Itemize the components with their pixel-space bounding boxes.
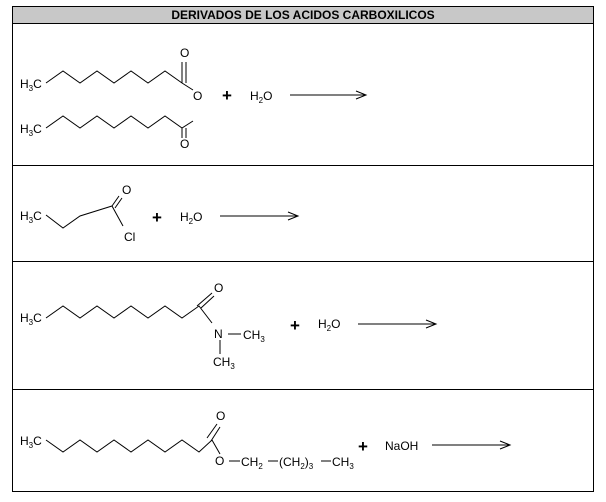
methyl-group-label: H3C [20,434,42,450]
nitrogen-label: N [214,327,223,341]
reaction-arrow [432,440,512,450]
water-reagent: H2O [318,317,340,333]
ester-oxygen-label: O [215,454,224,468]
chlorine-label: Cl [124,230,135,244]
methyl-group-label: H3C [20,77,42,93]
plus-sign: + [358,437,368,456]
terminal-methyl-label: CH3 [332,455,354,471]
row-divider [13,261,593,262]
plus-sign: + [152,208,162,227]
row-divider [13,165,593,166]
water-reagent: H2O [180,210,202,226]
methyl-group-label: H3C [20,209,42,225]
methylene-chain-label: (CH2)3 [279,455,314,471]
bridging-oxygen-label: O [193,89,202,103]
reaction-arrow [358,319,438,329]
methyl-group-label: H3C [20,311,42,327]
reaction-arrow [290,90,368,100]
carbonyl-oxygen-label: O [180,137,189,151]
n-methyl-label: CH3 [243,328,265,344]
amide-structure [45,292,241,354]
reaction-table: DERIVADOS DE LOS ACIDOS CARBOXILICOS [12,6,594,492]
anhydride-structure [45,62,194,138]
carbonyl-oxygen-label: O [216,409,225,423]
n-methyl-label: CH3 [213,355,235,371]
table-title: DERIVADOS DE LOS ACIDOS CARBOXILICOS [13,7,593,24]
carbonyl-oxygen-label: O [214,281,223,295]
reaction-arrow [220,211,300,221]
methyl-group-label: H3C [20,122,42,138]
carbonyl-oxygen-label: O [122,183,131,197]
methylene-label: CH2 [241,455,263,471]
plus-sign: + [222,86,232,105]
plus-sign: + [290,316,300,335]
acyl-chloride-structure [45,195,124,229]
water-reagent: H2O [250,89,272,105]
naoh-reagent: NaOH [385,439,418,453]
ester-structure [45,423,331,462]
carbonyl-oxygen-label: O [180,46,189,60]
row-divider [13,389,593,390]
